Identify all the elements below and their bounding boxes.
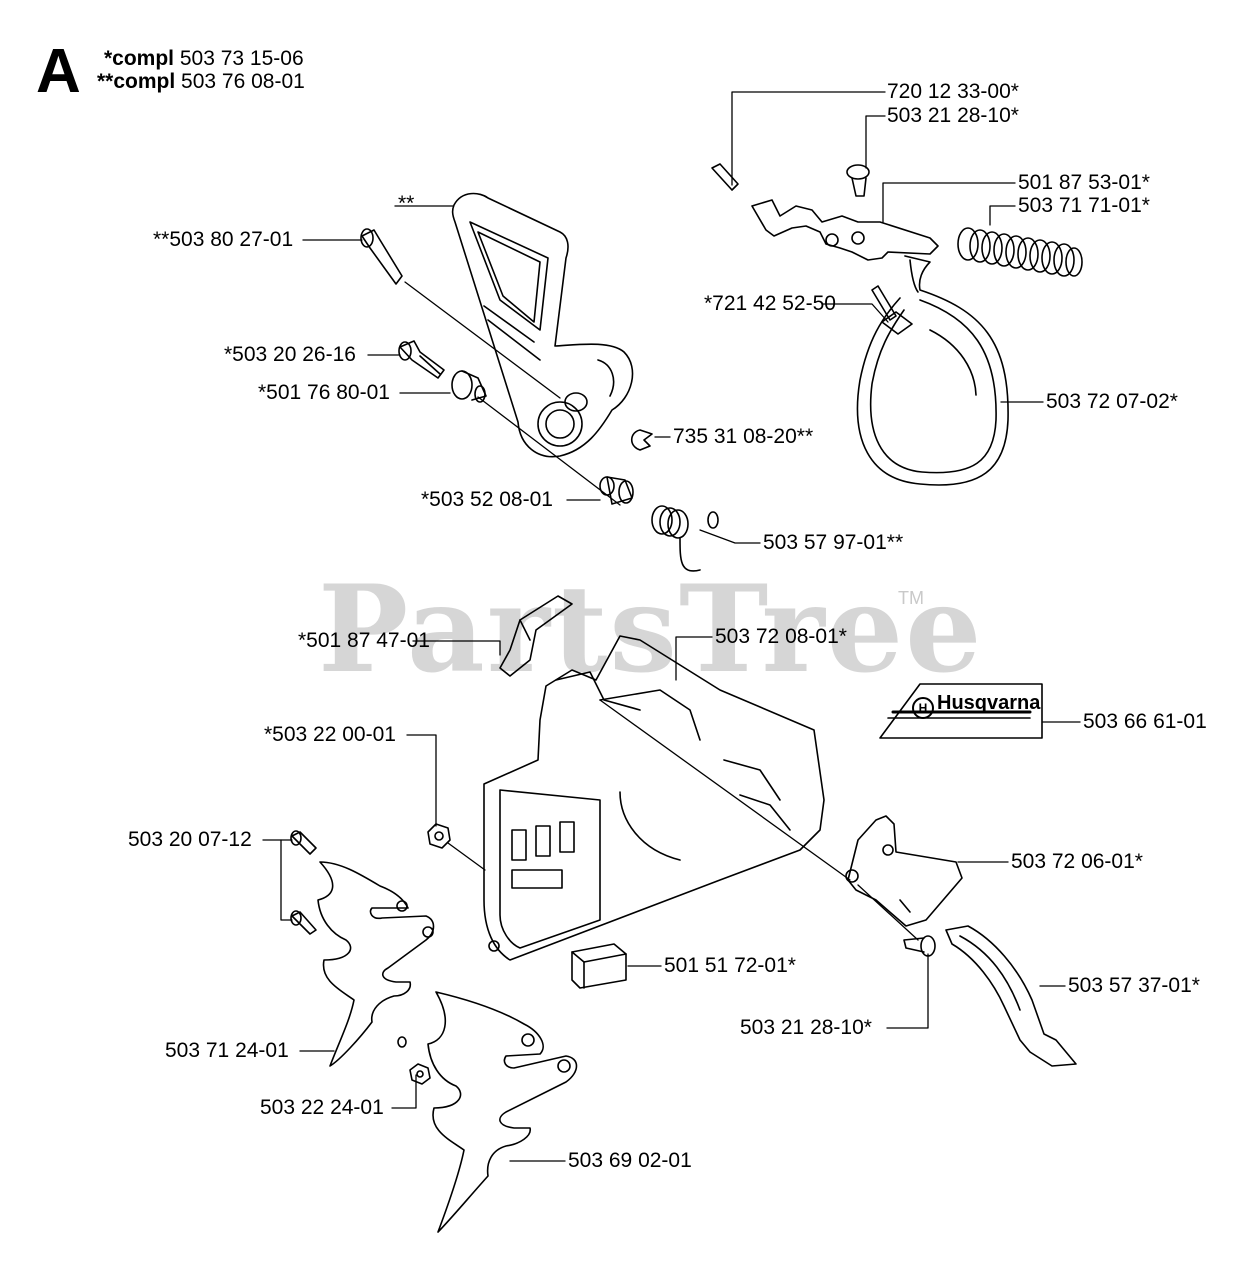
kit-1-number: 503 73 15-06 [179, 47, 304, 70]
label-503-21-28-10-bottom: 503 21 28-10* [740, 1016, 872, 1039]
label-720-12-33-00: 720 12 33-00* [887, 80, 1019, 103]
screw-503-21-28-bottom [903, 935, 936, 957]
kit-2-mark: **compl [97, 70, 176, 93]
screw-503-21-28-top [846, 164, 870, 197]
label-503-57-97-01: 503 57 97-01** [763, 531, 904, 554]
screw-503-20-07-b [290, 910, 317, 935]
bushing-503-52-08 [599, 476, 634, 505]
clip-735-31-08 [630, 429, 653, 451]
guard-503-57-37 [945, 925, 1077, 1067]
brake-lever-501-87-53 [751, 199, 939, 261]
label-503-72-07-02: 503 72 07-02* [1046, 390, 1178, 413]
spike-503-71-24 [317, 861, 435, 1067]
section-letter: A [36, 37, 81, 106]
kit-1-mark: *compl [104, 47, 175, 70]
nut-503-22-00 [427, 823, 451, 849]
watermark: PartsTree [318, 559, 984, 700]
label-503-66-61-01: 503 66 61-01 [1083, 710, 1207, 733]
label-503-57-37-01: 503 57 37-01* [1068, 974, 1200, 997]
kit-2-number: 503 76 08-01 [181, 70, 305, 93]
label-501-87-53-01: 501 87 53-01* [1018, 171, 1150, 194]
spike-503-69-02 [427, 991, 578, 1233]
pin-720-12-33 [711, 163, 739, 191]
label-503-20-07-12: 503 20 07-12 [128, 828, 252, 851]
washer-501-76-80 [451, 370, 487, 403]
spring-503-71-71 [957, 227, 1083, 277]
catcher-501-51-72 [571, 943, 627, 989]
watermark-tm: TM [898, 588, 924, 608]
label-503-71-24-01: 503 71 24-01 [165, 1039, 289, 1062]
leader-lines [262, 91, 1081, 1162]
label-721-42-52-50: *721 42 52-50 [704, 292, 836, 315]
label-cover-mark: ** [398, 192, 415, 215]
label-503-21-28-10-top: 503 21 28-10* [887, 104, 1019, 127]
pin-721-42-52 [871, 285, 913, 335]
label-503-80-27-01: **503 80 27-01 [153, 228, 294, 251]
label-503-71-71-01: 503 71 71-01* [1018, 194, 1150, 217]
clutch-cover-503-72-08 [483, 635, 825, 961]
label-503-22-00-01: *503 22 00-01 [264, 723, 396, 746]
spring-503-57-97 [651, 505, 719, 572]
bolt-503-80-27 [360, 228, 403, 285]
kit-line-2: **compl 503 76 08-01 [97, 71, 305, 93]
label-501-87-47-01: *501 87 47-01 [298, 629, 430, 652]
guide-501-87-47 [499, 595, 573, 677]
screw-503-20-07-a [290, 830, 317, 855]
label-503-22-24-01: 503 22 24-01 [260, 1096, 384, 1119]
label-501-76-80-01: *501 76 80-01 [258, 381, 390, 404]
label-501-51-72-01: 501 51 72-01* [664, 954, 796, 977]
label-503-52-08-01: *503 52 08-01 [421, 488, 553, 511]
label-503-69-02-01: 503 69 02-01 [568, 1149, 692, 1172]
plate-503-72-06 [845, 815, 963, 927]
brake-band-503-72-07 [856, 255, 1009, 486]
decal-brand-name: Husqvarna [937, 692, 1041, 714]
washer-small [397, 1036, 407, 1048]
label-503-20-26-16: *503 20 26-16 [224, 343, 356, 366]
kit-line-1: *compl 503 73 15-06 [104, 48, 304, 70]
label-735-31-08-20: 735 31 08-20** [673, 425, 814, 448]
husqvarna-logo-icon: H [912, 697, 934, 719]
screw-503-20-26 [398, 340, 445, 379]
nut-503-22-24 [409, 1063, 431, 1085]
label-503-72-06-01: 503 72 06-01* [1011, 850, 1143, 873]
chain-guard-cover [451, 192, 634, 458]
label-503-72-08-01: 503 72 08-01* [715, 625, 847, 648]
